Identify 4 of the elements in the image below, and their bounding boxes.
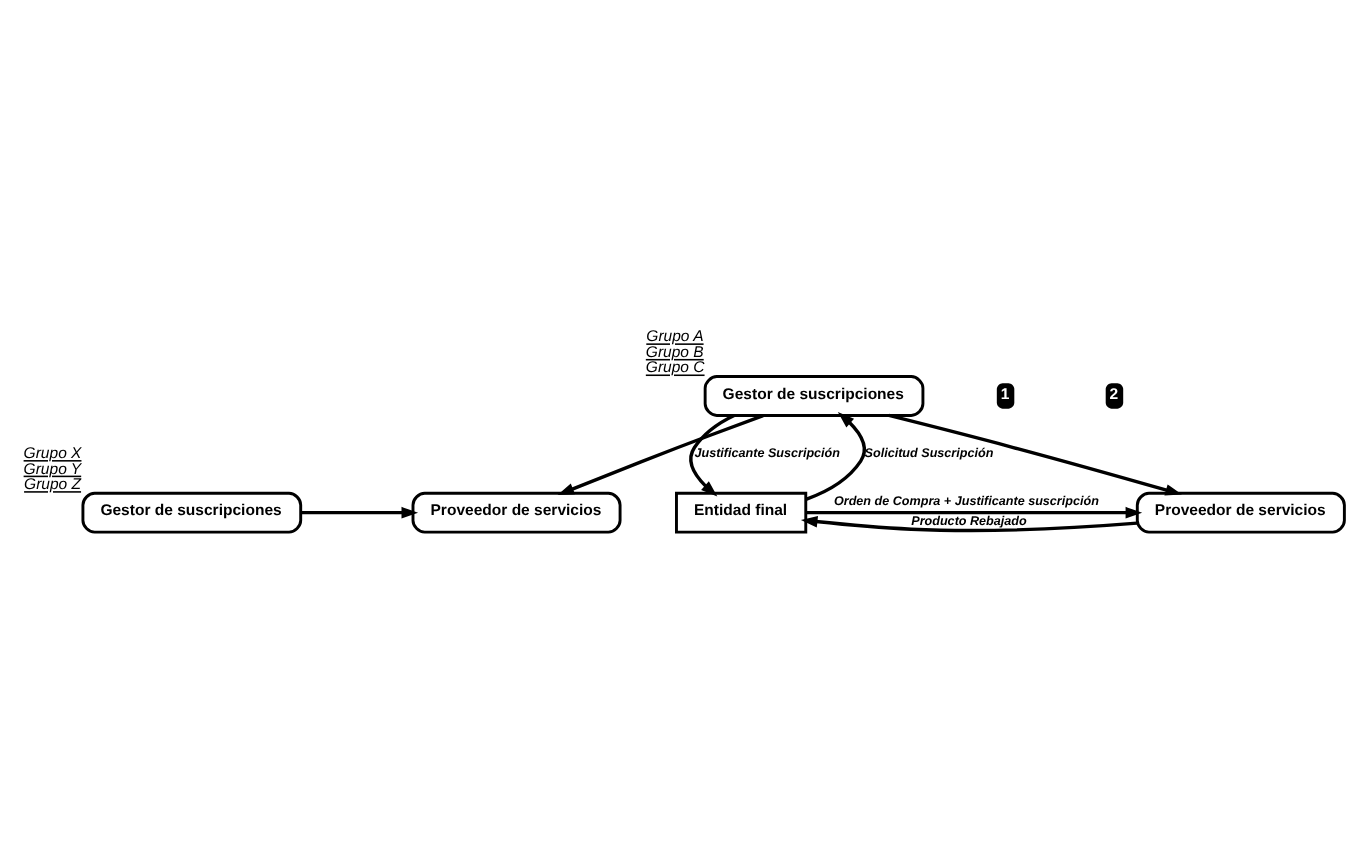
label: 1 [1000, 383, 1010, 402]
node-label: Grupo X [23, 443, 82, 462]
node-label: Grupo A [646, 326, 704, 345]
label: 2 [1109, 383, 1119, 402]
